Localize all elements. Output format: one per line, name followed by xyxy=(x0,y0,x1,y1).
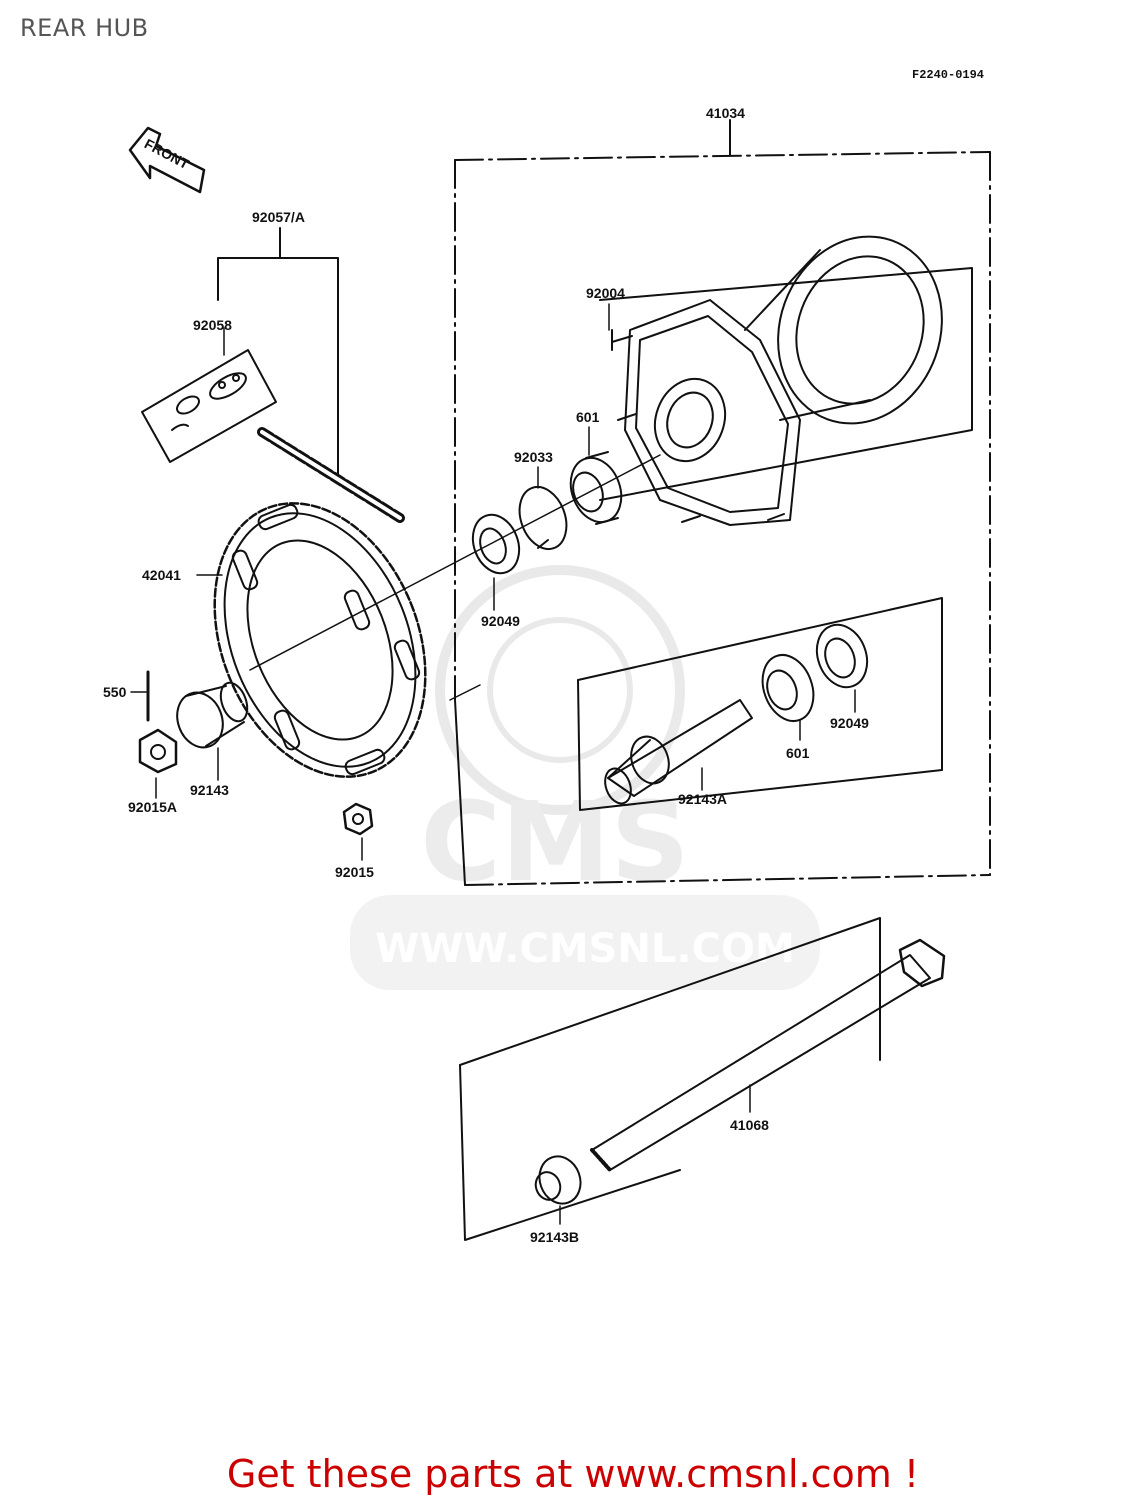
axis-line-upper xyxy=(249,454,661,671)
axle-nut xyxy=(138,728,178,774)
callout-hub-stud: 92004 xyxy=(586,285,625,301)
sprocket-nut xyxy=(342,802,374,836)
chain-joint-kit xyxy=(141,349,277,463)
callout-sprocket: 42041 xyxy=(142,567,181,583)
hub-assembly-bracket xyxy=(454,119,991,886)
axis-line-lower xyxy=(449,684,481,701)
oil-seal-upper xyxy=(471,513,521,575)
callout-labels: 41034 92057/A 92058 92004 601 92033 9204… xyxy=(103,105,869,1245)
figure-code: F2240-0194 xyxy=(912,68,985,82)
page-title: REAR HUB xyxy=(20,14,149,42)
callout-bearing-upper: 601 xyxy=(576,409,600,425)
footer-shop-link[interactable]: Get these parts at www.cmsnl.com ! xyxy=(226,1452,920,1496)
callout-axle: 41068 xyxy=(730,1117,769,1133)
callout-cotter-pin: 550 xyxy=(103,684,127,700)
callout-bearing-lower: 601 xyxy=(786,745,810,761)
callout-oil-seal-lower: 92049 xyxy=(830,715,869,731)
distance-collar xyxy=(604,699,753,805)
axle-bracket xyxy=(459,917,881,1241)
drive-chain xyxy=(257,427,405,523)
rear-sprocket xyxy=(213,502,427,778)
rear-axle xyxy=(590,938,946,1172)
wheel-hub xyxy=(611,235,943,526)
bearing-upper xyxy=(569,451,623,525)
callout-circlip: 92033 xyxy=(514,449,553,465)
chain-bracket xyxy=(217,227,339,481)
collar-left xyxy=(176,681,249,749)
callout-sprocket-nut: 92015 xyxy=(335,864,374,880)
callout-hub-assembly: 41034 xyxy=(706,105,745,121)
axle-collar xyxy=(534,1155,582,1205)
callout-axle-nut: 92015A xyxy=(128,799,177,815)
callout-chain-assembly: 92057/A xyxy=(252,209,305,225)
front-arrow-icon: FRONT xyxy=(128,126,206,194)
circlip xyxy=(518,486,568,550)
callout-axle-collar: 92143B xyxy=(530,1229,579,1245)
bearing-lower xyxy=(761,654,815,722)
callout-collar-left: 92143 xyxy=(190,782,229,798)
watermark-url: WWW.CMSNL.COM xyxy=(375,926,795,972)
callout-distance-collar: 92143A xyxy=(678,791,727,807)
callout-chain-joint: 92058 xyxy=(193,317,232,333)
cms-watermark: CMS WWW.CMSNL.COM xyxy=(350,565,820,990)
callout-oil-seal-upper: 92049 xyxy=(481,613,520,629)
oil-seal-lower xyxy=(815,623,869,689)
leader-lines xyxy=(130,303,856,1225)
